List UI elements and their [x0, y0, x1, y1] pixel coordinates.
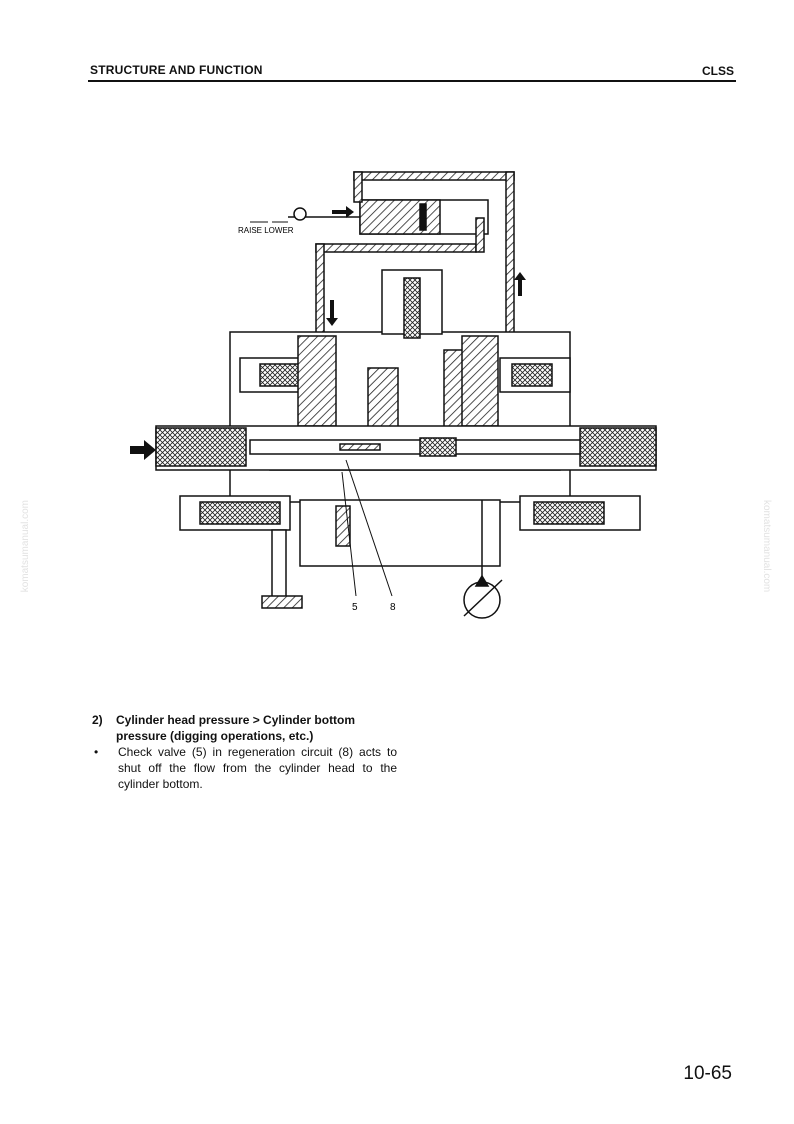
- bullet-item: • Check valve (5) in regeneration circui…: [92, 744, 397, 792]
- bullet-text: Check valve (5) in regeneration circuit …: [118, 745, 397, 791]
- bullet-symbol: •: [94, 745, 99, 759]
- section-title: Cylinder head pressure > Cylinder bottom…: [116, 713, 356, 743]
- section-2: 2) Cylinder head pressure > Cylinder bot…: [92, 712, 397, 792]
- watermark-left: komatsumanual.com: [20, 500, 31, 593]
- watermark-right: komatsumanual.com: [761, 500, 772, 593]
- hydraulic-valve-diagram: RAISE LOWER: [130, 171, 657, 619]
- header-title: STRUCTURE AND FUNCTION: [90, 63, 263, 77]
- section-heading: 2) Cylinder head pressure > Cylinder bot…: [92, 712, 397, 744]
- header-section-code: CLSS: [701, 64, 734, 78]
- pump: [463, 500, 503, 619]
- page-number: 10-65: [683, 1063, 732, 1084]
- spool: [155, 425, 657, 471]
- lever-labels: RAISE LOWER: [238, 226, 294, 235]
- callout-leaders: [341, 459, 393, 597]
- section-number: 2): [92, 713, 103, 727]
- callout-5: 5: [352, 602, 358, 613]
- relief-valves: [179, 495, 641, 609]
- cylinder: [288, 199, 489, 235]
- callout-8: 8: [390, 602, 396, 613]
- header-rule: [88, 80, 736, 82]
